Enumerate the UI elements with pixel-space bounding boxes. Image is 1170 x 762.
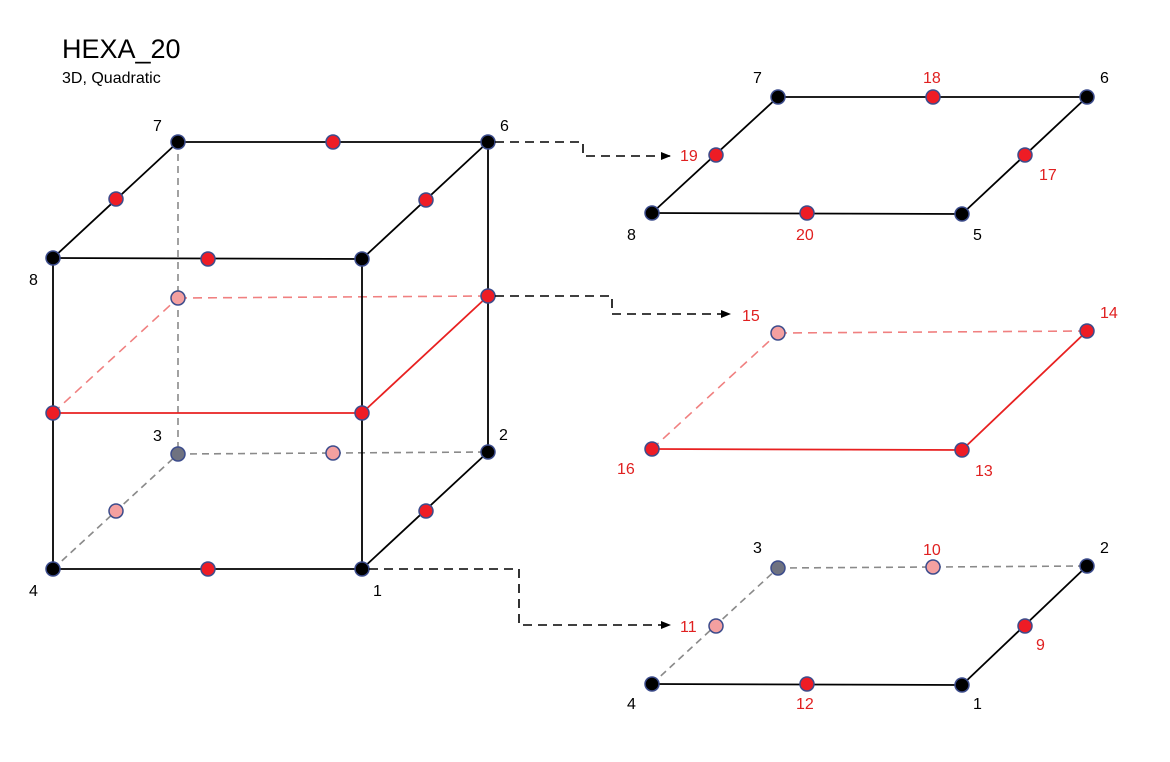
edge-mid-back [177, 295, 489, 299]
node-label: 15 [742, 308, 760, 325]
node-label: 3 [753, 540, 762, 557]
arrow-to-top-face [495, 141, 671, 160]
node-marker [644, 676, 660, 692]
node-marker [925, 559, 941, 575]
node-label: 8 [627, 227, 636, 244]
node-marker [799, 205, 815, 221]
node-marker [644, 441, 660, 457]
node-marker [799, 676, 815, 692]
diagram-subtitle: 3D, Quadratic [62, 70, 161, 87]
node-label: 9 [1036, 637, 1045, 654]
node-marker [770, 325, 786, 341]
node-marker [925, 89, 941, 105]
node-marker [354, 405, 370, 421]
node-label: 6 [500, 118, 509, 135]
node-label: 7 [153, 118, 162, 135]
node-label: 10 [923, 542, 941, 559]
node-marker [45, 250, 61, 266]
node-label: 2 [1100, 540, 1109, 557]
node-marker [354, 251, 370, 267]
node-marker [1079, 89, 1095, 105]
arrow-to-bottom-face [369, 568, 671, 629]
node-label: 13 [975, 463, 993, 480]
node-marker [708, 618, 724, 634]
edge-3-2 [177, 451, 489, 455]
node-label: 1 [373, 583, 382, 600]
cube-labels: 7 6 8 3 2 4 1 [29, 118, 509, 600]
node-label: 17 [1039, 167, 1057, 184]
mid-face: 15 14 16 13 [617, 305, 1118, 480]
node-marker [108, 191, 124, 207]
top-face: 7 18 6 19 17 8 20 5 [627, 70, 1109, 244]
node-marker [770, 560, 786, 576]
node-marker [480, 134, 496, 150]
node-label: 11 [680, 619, 697, 636]
node-label: 4 [29, 583, 38, 600]
node-marker [200, 251, 216, 267]
node-label: 14 [1100, 305, 1118, 322]
edge-mid-right [361, 295, 489, 414]
node-label: 7 [753, 70, 762, 87]
node-marker [1017, 618, 1033, 634]
node-marker [1079, 558, 1095, 574]
node-marker [108, 503, 124, 519]
node-marker [954, 677, 970, 693]
arrow-to-mid-face [495, 295, 731, 318]
node-label: 18 [923, 70, 941, 87]
node-marker [954, 206, 970, 222]
node-marker [45, 561, 61, 577]
node-marker [708, 147, 724, 163]
node-label: 16 [617, 461, 635, 478]
node-marker [354, 561, 370, 577]
node-label: 3 [153, 428, 162, 445]
edge [777, 330, 1088, 334]
node-label: 6 [1100, 70, 1109, 87]
node-marker [170, 134, 186, 150]
edge [961, 330, 1088, 451]
node-marker [45, 405, 61, 421]
edge-mid-left [52, 297, 179, 414]
node-marker [1079, 323, 1095, 339]
node-marker [644, 205, 660, 221]
diagram-title: HEXA_20 [62, 34, 181, 64]
node-marker [1017, 147, 1033, 163]
node-label: 4 [627, 696, 636, 713]
node-label: 8 [29, 272, 38, 289]
edge [651, 332, 779, 450]
node-label: 19 [680, 148, 698, 165]
node-marker [418, 503, 434, 519]
node-label: 2 [499, 427, 508, 444]
edge [777, 565, 1088, 569]
edge [651, 448, 963, 451]
node-label: 20 [796, 227, 814, 244]
node-marker [170, 446, 186, 462]
cube-nodes [45, 134, 496, 577]
connector-arrows [369, 141, 731, 629]
bottom-face: 3 10 2 11 9 4 12 1 [627, 540, 1109, 713]
node-label: 1 [973, 696, 982, 713]
node-marker [418, 192, 434, 208]
node-marker [325, 134, 341, 150]
node-label: 5 [973, 227, 982, 244]
node-marker [770, 89, 786, 105]
node-marker [480, 444, 496, 460]
node-marker [200, 561, 216, 577]
node-label: 12 [796, 696, 814, 713]
node-marker [954, 442, 970, 458]
node-marker [480, 288, 496, 304]
node-marker [325, 445, 341, 461]
node-marker [170, 290, 186, 306]
